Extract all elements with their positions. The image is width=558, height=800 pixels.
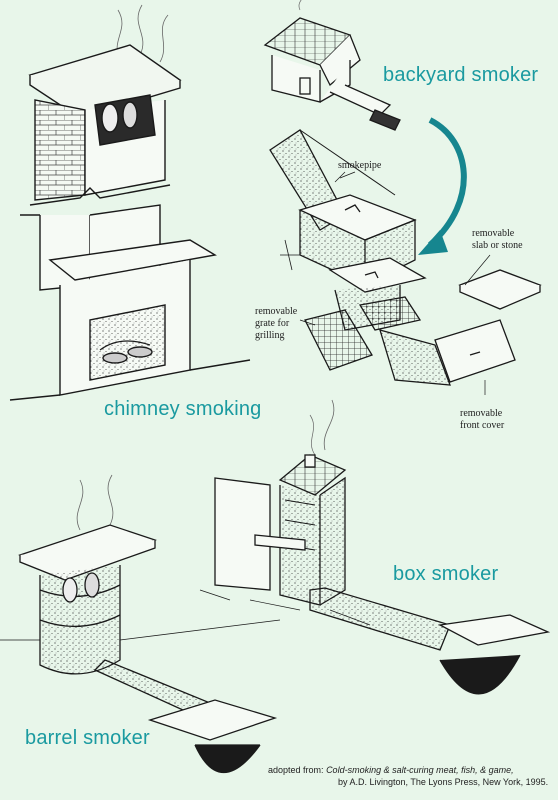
label-chimney-smoking: chimney smoking	[104, 398, 262, 420]
label-backyard-smoker: backyard smoker	[383, 64, 539, 86]
arrow-head	[418, 230, 448, 255]
label-barrel-smoker: barrel smoker	[25, 727, 150, 749]
label-line: grilling	[255, 330, 285, 341]
backyard-smoker-drawing	[263, 0, 401, 131]
barrel-smoker-drawing	[0, 474, 281, 773]
label-line: slab or stone	[472, 240, 523, 251]
label-line: front cover	[460, 420, 505, 431]
label-removable-front-cover: removable front cover	[460, 408, 504, 432]
source-credit: adopted from: Cold-smoking & salt-curing…	[268, 764, 556, 788]
curved-arrow	[427, 117, 467, 248]
backyard-smoker-detail	[269, 129, 542, 395]
label-removable-grate: removable grate for grilling	[255, 306, 297, 342]
label-smokepipe: smokepipe	[338, 160, 382, 171]
label-line: grate for	[255, 318, 290, 329]
label-box-smoker: box smoker	[393, 563, 499, 585]
chimney-smoking-drawing	[9, 4, 251, 401]
credit-title: Cold-smoking & salt-curing meat, fish, &…	[326, 765, 514, 775]
credit-prefix: adopted from:	[268, 765, 324, 775]
label-removable-slab: removable slab or stone	[472, 228, 523, 252]
label-line: removable	[472, 228, 515, 239]
label-line: removable	[460, 408, 503, 419]
label-line: removable	[255, 306, 298, 317]
credit-line2: by A.D. Livington, The Lyons Press, New …	[338, 777, 549, 787]
box-smoker-drawing	[199, 399, 551, 695]
